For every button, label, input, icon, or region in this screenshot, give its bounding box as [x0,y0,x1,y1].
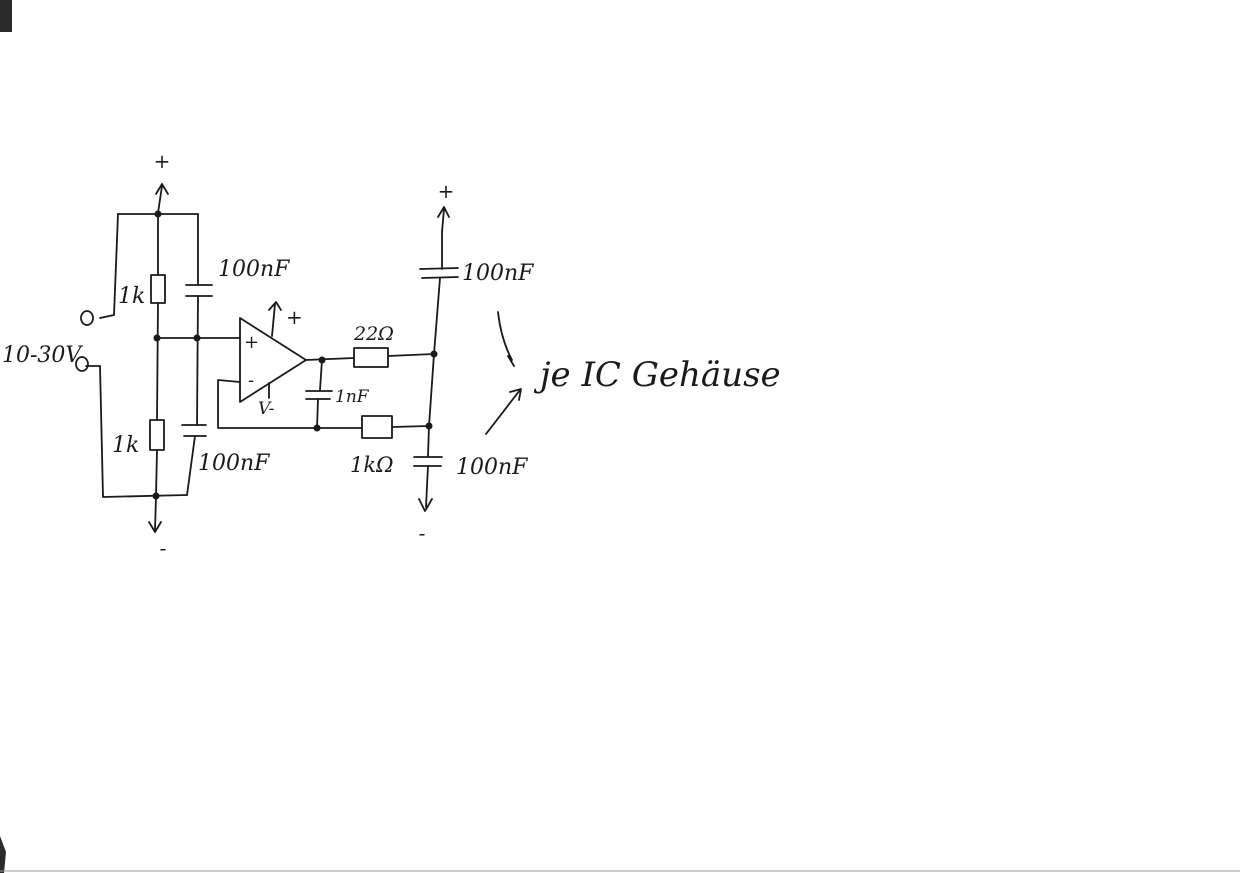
left-top-wire [99,213,119,319]
r-series-label: 22Ω [353,323,394,345]
annotation: je IC Gehäuse [485,311,781,435]
annotation-arrow-bottom [485,388,522,435]
junction-dot [153,334,161,342]
input-terminal-top[interactable] [80,310,94,326]
r2-resistor [149,419,165,451]
top-plus-label: + [154,149,171,173]
scan-corner-mark [0,836,6,873]
bottom-minus-label: - [160,536,167,560]
opamp: + - + V- [217,301,318,429]
divider-network: + 1k 1k 100nF 100nF 10-30V - [2,149,290,560]
bottom-minus-arrow [148,496,162,533]
feedback-wire-left [217,379,318,429]
r1-label: 1k [118,284,145,309]
c1-capacitor [185,284,213,297]
opamp-plus-input-label: + [244,332,259,353]
right-plus-arrow [437,206,450,233]
opamp-vminus-label: V- [258,399,275,419]
r-series-output-wire [387,353,435,357]
right-plus-label: + [438,179,455,203]
right-minus-label: - [419,521,426,545]
c2-lead-bottom [186,435,196,496]
junction-dot [318,356,326,364]
c2-label: 100nF [198,451,270,476]
top-plus-arrow [155,183,169,214]
opamp-vplus-label: + [286,305,303,329]
c2-capacitor [181,424,207,437]
input-terminal-bottom[interactable] [75,356,89,372]
r1-lead-bottom [156,302,159,421]
annotation-arrow-top [497,311,515,367]
right-c2-label: 100nF [456,455,528,480]
r-feedback-label: 1kΩ [350,453,394,477]
junction-dot [425,422,433,430]
r2-lead-bottom [155,449,158,497]
right-c2-capacitor [413,456,443,467]
right-rail: + 100nF - 100nF [413,179,534,545]
c-load-lead-bottom [316,398,319,429]
opamp-minus-input-label: - [248,370,254,391]
r-feedback-resistor [361,415,393,439]
opamp-triangle [239,317,307,403]
feedback-wire-right [391,425,430,428]
junction-dot [193,334,201,342]
junction-dot [430,350,438,358]
right-c1-label: 100nF [462,261,534,286]
junction-dot [313,424,321,432]
opamp-vplus-arrow [268,301,282,337]
scan-edge-mark [0,0,12,32]
r2-label: 1k [112,433,139,458]
right-minus-arrow [418,465,433,512]
c1-label: 100nF [218,257,290,282]
right-c2-lead-top [427,425,430,457]
c-load-lead-top [319,359,323,391]
annotation-note: je IC Gehäuse [533,355,781,395]
opamp-output-wire [305,357,355,361]
junction-dot [154,210,162,218]
r1-resistor [150,274,166,304]
c-load-label: 1nF [335,387,370,407]
c1-lead-bottom [196,295,199,426]
junction-dot [152,492,160,500]
r-series-resistor [353,347,389,368]
c-load-capacitor [305,390,333,400]
right-c1-capacitor [419,267,459,279]
output-stage: 22Ω 1nF 1kΩ [305,323,435,477]
supply-voltage-label: 10-30V [2,343,83,368]
bottom-rail [99,365,188,498]
